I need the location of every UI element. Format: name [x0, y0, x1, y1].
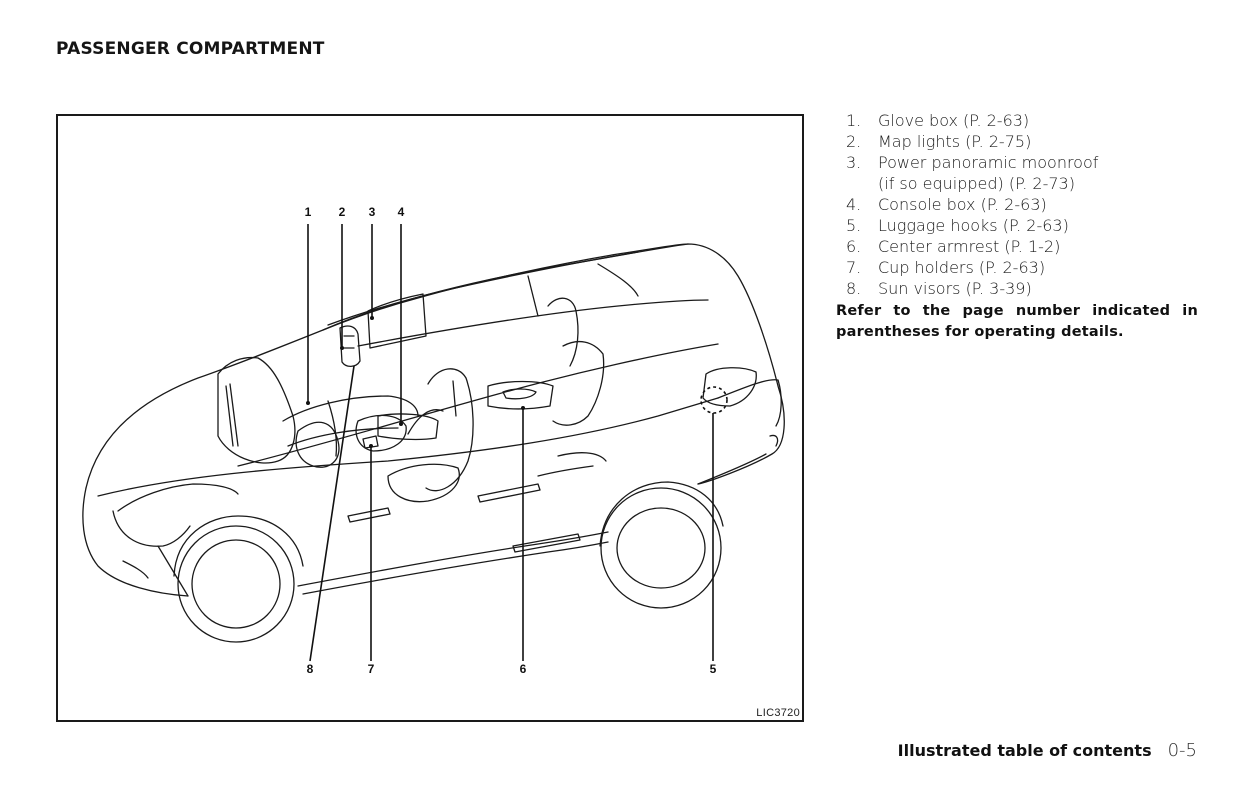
legend: 1.Glove box (P. 2-63) 2.Map lights (P. 2… — [836, 110, 1206, 343]
callout-2: 2 — [339, 205, 346, 219]
legend-item: 4.Console box (P. 2-63) — [846, 195, 1047, 214]
callout-4: 4 — [398, 205, 405, 219]
callout-3: 3 — [369, 205, 376, 219]
car-illustration: 1 2 3 4 5 6 7 8 — [82, 205, 785, 676]
front-wheel — [173, 515, 304, 643]
callout-6: 6 — [520, 662, 527, 676]
legend-item-continuation: (if so equipped) (P. 2-73) — [878, 174, 1075, 193]
callout-7: 7 — [368, 662, 375, 676]
legend-item: 6.Center armrest (P. 1-2) — [846, 237, 1061, 256]
callout-8: 8 — [307, 662, 314, 676]
luggage-hook-highlight — [700, 386, 728, 414]
figure-code: LIC3720 — [756, 707, 800, 719]
legend-list: 1.Glove box (P. 2-63) 2.Map lights (P. 2… — [836, 110, 1206, 299]
legend-item: 2.Map lights (P. 2-75) — [846, 132, 1032, 151]
reference-note: Refer to the page number indicated in pa… — [836, 303, 1198, 340]
legend-item: 5.Luggage hooks (P. 2-63) — [846, 216, 1069, 235]
callouts: 1 2 3 4 5 6 7 8 — [305, 205, 717, 676]
passenger-compartment-figure: 1 2 3 4 5 6 7 8 LIC3720 — [56, 114, 804, 722]
footer-section-title: Illustrated table of contents — [897, 741, 1152, 760]
callout-1: 1 — [305, 205, 312, 219]
interior — [282, 263, 728, 553]
legend-item: 8.Sun visors (P. 3-39) — [846, 279, 1032, 298]
car-body — [82, 243, 785, 597]
legend-item: 7.Cup holders (P. 2-63) — [846, 258, 1046, 277]
legend-item: 3.Power panoramic moonroof — [846, 153, 1099, 172]
page-footer: Illustrated table of contents 0-5 — [898, 740, 1197, 761]
rear-wheel — [599, 481, 724, 609]
callout-5: 5 — [710, 662, 717, 676]
page-number: 0-5 — [1167, 740, 1197, 761]
page-title: PASSENGER COMPARTMENT — [56, 39, 325, 59]
legend-item: 1.Glove box (P. 2-63) — [846, 111, 1030, 130]
